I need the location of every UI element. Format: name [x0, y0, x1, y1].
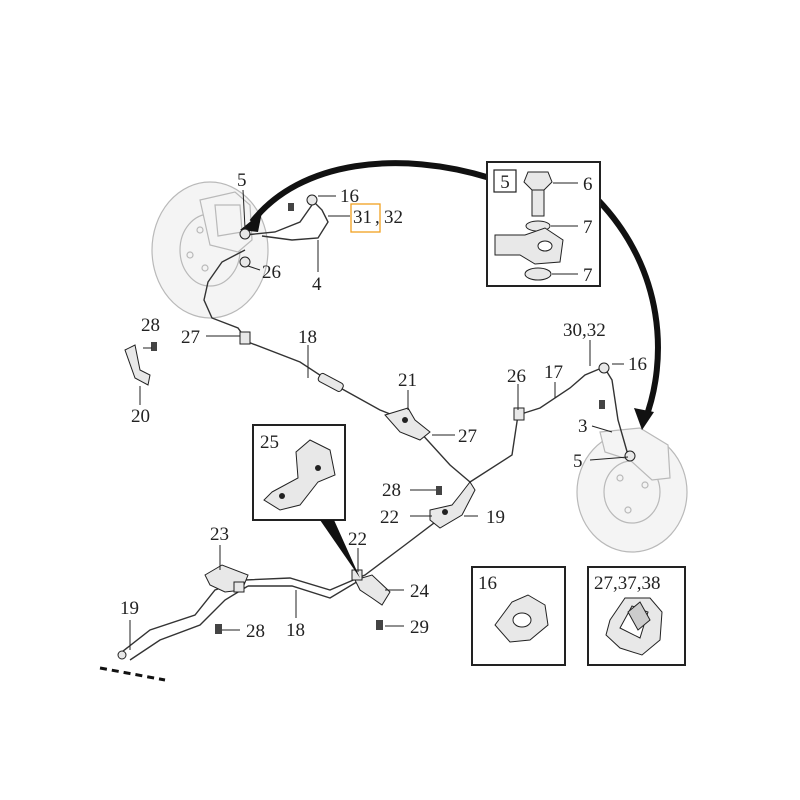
- callout-28-left: 28: [141, 315, 160, 336]
- callout-26-right: 26: [507, 366, 526, 387]
- callout-21: 21: [398, 370, 417, 391]
- arrow-head-right: [634, 408, 654, 430]
- bracket-19-icon: [429, 481, 476, 529]
- callout-18-top: 18: [298, 327, 317, 348]
- callout-17: 17: [544, 362, 563, 383]
- hose-clip-icon: [605, 597, 663, 656]
- fitting-icons: [117, 194, 636, 660]
- callout-22-mid: 22: [380, 507, 399, 528]
- callout-31: 31: [353, 207, 372, 228]
- callout-16-top: 16: [340, 186, 359, 207]
- inset-5-tag: 5: [500, 172, 510, 193]
- callout-4: 4: [312, 274, 322, 295]
- callout-29: 29: [410, 617, 429, 638]
- inset-5: 5 6 7 7: [486, 161, 601, 287]
- callout-18-low: 18: [286, 620, 305, 641]
- bracket-24-icon: [354, 574, 391, 606]
- callout-30-32: 30,32: [563, 320, 606, 341]
- bracket-21-icon: [384, 407, 431, 441]
- spring-clip-icon: [494, 594, 549, 643]
- inset-5-label-7a: 7: [583, 217, 593, 238]
- callout-28-mid: 28: [382, 480, 401, 501]
- callout-20: 20: [131, 406, 150, 427]
- callout-comma: ,: [375, 207, 380, 228]
- inset-25: 25: [252, 424, 360, 578]
- bracket-25-icon: [263, 439, 336, 511]
- banjo-fitting-icon: [494, 227, 564, 265]
- callout-24: 24: [410, 581, 430, 602]
- arrow-head-left: [240, 212, 262, 232]
- callout-19-low: 19: [120, 598, 139, 619]
- callout-32: 32: [384, 207, 403, 228]
- callout-5-top: 5: [237, 170, 247, 191]
- inset-5-label-6: 6: [583, 174, 593, 195]
- highlight-31-32: [350, 203, 381, 233]
- inset-27-37-38: 27,37,38: [587, 566, 686, 666]
- inset-16: 16: [471, 566, 566, 666]
- callout-22-low: 22: [348, 529, 367, 550]
- callout-27-left: 27: [181, 327, 200, 348]
- inset-25-tag: 25: [260, 432, 279, 453]
- bolt-icons: [151, 203, 605, 634]
- banjo-bolt-icon: [523, 171, 553, 217]
- callout-26-top: 26: [262, 262, 281, 283]
- leader-lines: [129, 189, 629, 650]
- callout-3: 3: [578, 416, 588, 437]
- inset-5-label-7b: 7: [583, 265, 593, 286]
- clip-icons: [233, 331, 525, 593]
- callout-16-right: 16: [628, 354, 647, 375]
- curved-arrow-to-left: [249, 160, 491, 224]
- inset-27-tag: 27,37,38: [594, 573, 661, 594]
- callout-28-low: 28: [246, 621, 265, 642]
- inset-25-pointer: [320, 520, 360, 578]
- callout-27-mid: 27: [458, 426, 477, 447]
- inset-16-tag: 16: [478, 573, 497, 594]
- callout-5-right: 5: [573, 451, 583, 472]
- callout-23: 23: [210, 524, 229, 545]
- washer-icon-lower: [524, 267, 552, 281]
- curved-arrow-to-right: [595, 197, 661, 422]
- callout-19-mid: 19: [486, 507, 505, 528]
- bracket-20-icon: [124, 344, 151, 386]
- hose-sleeve-icon: [317, 372, 344, 392]
- callout-labels: 5 16 31 , 32 26 4 28 27 18 20 21 27 26 1…: [120, 170, 647, 642]
